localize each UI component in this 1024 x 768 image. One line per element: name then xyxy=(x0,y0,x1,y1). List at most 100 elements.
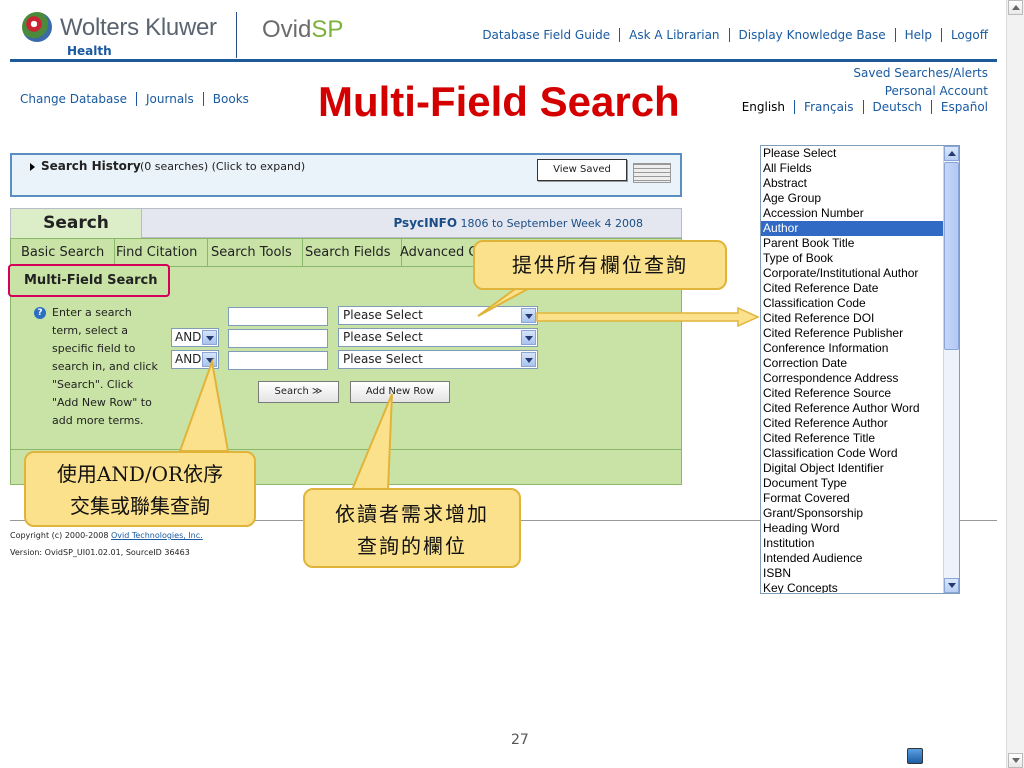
operator-select-3-value: AND xyxy=(175,352,202,366)
field-option[interactable]: Classification Code Word xyxy=(763,446,898,460)
field-option[interactable]: Digital Object Identifier xyxy=(763,461,884,475)
tab-search-tools[interactable]: Search Tools xyxy=(201,239,303,267)
link-change-database[interactable]: Change Database xyxy=(20,92,128,106)
tab-basic-search[interactable]: Basic Search xyxy=(11,239,116,267)
version-text: Version: OvidSP_UI01.02.01, SourceID 364… xyxy=(10,548,190,557)
callout-tail-addrow xyxy=(350,393,393,491)
link-display-knowledge-base[interactable]: Display Knowledge Base xyxy=(738,28,886,42)
search-main-tab[interactable]: Search xyxy=(10,208,142,238)
field-option[interactable]: Grant/Sponsorship xyxy=(763,506,864,520)
field-option[interactable]: Author xyxy=(761,221,944,236)
page-scrollbar[interactable] xyxy=(1006,0,1024,768)
account-links: Saved Searches/Alerts Personal Account xyxy=(853,64,988,100)
search-term-input-3[interactable] xyxy=(228,351,328,370)
tray-app-icon[interactable] xyxy=(907,748,923,764)
listbox-scrollbar[interactable] xyxy=(943,146,959,593)
add-new-row-button[interactable]: Add New Row xyxy=(350,381,450,403)
lang-francais[interactable]: Français xyxy=(804,100,854,114)
link-help[interactable]: Help xyxy=(904,28,932,42)
chevron-down-icon[interactable] xyxy=(521,308,536,323)
slide-page-number: 27 xyxy=(511,732,529,748)
field-option[interactable]: Intended Audience xyxy=(763,551,863,565)
tab-find-citation[interactable]: Find Citation xyxy=(106,239,209,267)
link-personal-account[interactable]: Personal Account xyxy=(884,84,988,98)
ovidsp-logo: OvidSP xyxy=(262,16,344,43)
callout-tail-andor xyxy=(178,358,230,452)
search-history-label[interactable]: Search History xyxy=(41,159,141,173)
copyright-text: Copyright (c) 2000-2008 xyxy=(10,531,109,540)
field-option[interactable]: Institution xyxy=(763,536,815,550)
scroll-up-icon[interactable] xyxy=(944,146,959,161)
field-option[interactable]: Accession Number xyxy=(763,206,864,220)
callout-and-or-line1: 使用AND/OR依序 xyxy=(56,462,224,486)
field-option[interactable]: Correction Date xyxy=(763,356,848,370)
field-option[interactable]: Cited Reference DOI xyxy=(763,311,875,325)
field-option[interactable]: All Fields xyxy=(763,161,812,175)
field-option[interactable]: ISBN xyxy=(763,566,792,580)
database-name: PsycINFO xyxy=(393,216,458,230)
search-term-input-2[interactable] xyxy=(228,329,328,348)
field-option[interactable]: Cited Reference Source xyxy=(763,386,892,400)
field-option[interactable]: Key Concepts xyxy=(763,581,838,594)
tab-multi-field-search[interactable]: Multi-Field Search xyxy=(8,264,170,297)
link-ovid-technologies[interactable]: Ovid Technologies, Inc. xyxy=(110,531,203,540)
chevron-down-icon[interactable] xyxy=(521,352,536,367)
search-history-bar[interactable]: Search History (0 searches) (Click to ex… xyxy=(10,153,682,197)
logo-divider xyxy=(236,12,237,58)
field-select-2[interactable]: Please Select xyxy=(338,328,538,347)
field-option[interactable]: Type of Book xyxy=(763,251,834,265)
history-grip-icon[interactable] xyxy=(633,163,671,183)
lang-deutsch[interactable]: Deutsch xyxy=(872,100,922,114)
scroll-down-icon[interactable] xyxy=(944,578,959,593)
link-ask-a-librarian[interactable]: Ask A Librarian xyxy=(629,28,720,42)
field-option[interactable]: Correspondence Address xyxy=(763,371,899,385)
field-select-2-value: Please Select xyxy=(343,330,423,344)
operator-select-2[interactable]: AND xyxy=(171,328,219,347)
operator-select-2-value: AND xyxy=(175,330,202,344)
chevron-down-icon[interactable] xyxy=(521,330,536,345)
field-option[interactable]: Parent Book Title xyxy=(763,236,855,250)
lang-espanol[interactable]: Español xyxy=(940,100,988,114)
tab-advanced-ovid[interactable]: Advanced O xyxy=(400,245,479,260)
field-option[interactable]: Conference Information xyxy=(763,341,889,355)
tab-search-fields[interactable]: Search Fields xyxy=(295,239,402,267)
scroll-thumb[interactable] xyxy=(944,162,959,350)
help-instructions: Enter a search term, select a specific f… xyxy=(52,306,158,427)
field-option[interactable]: Heading Word xyxy=(763,521,840,535)
field-option[interactable]: Cited Reference Author Word xyxy=(763,401,920,415)
field-option[interactable]: Age Group xyxy=(763,191,822,205)
operator-select-3[interactable]: AND xyxy=(171,350,219,369)
search-button[interactable]: Search ≫ xyxy=(258,381,339,403)
callout-all-fields: 提供所有欄位查詢 xyxy=(473,240,727,290)
field-option[interactable]: Please Select xyxy=(763,146,837,160)
field-option[interactable]: Cited Reference Author xyxy=(763,416,888,430)
globe-logo-icon xyxy=(22,12,52,42)
chevron-down-icon[interactable] xyxy=(202,330,217,345)
field-option[interactable]: Abstract xyxy=(763,176,808,190)
help-question-icon[interactable]: ? xyxy=(34,307,46,319)
callout-add-row-line1: 依讀者需求增加 xyxy=(335,502,489,526)
field-option[interactable]: Cited Reference Title xyxy=(763,431,876,445)
link-database-field-guide[interactable]: Database Field Guide xyxy=(482,28,611,42)
lang-english[interactable]: English xyxy=(741,100,786,114)
field-option[interactable]: Cited Reference Publisher xyxy=(763,326,904,340)
scroll-up-icon[interactable] xyxy=(1008,0,1023,15)
link-books[interactable]: Books xyxy=(212,92,249,106)
scroll-down-icon[interactable] xyxy=(1008,753,1023,768)
expand-arrow-icon[interactable] xyxy=(30,163,35,171)
link-logoff[interactable]: Logoff xyxy=(950,28,988,42)
field-option[interactable]: Format Covered xyxy=(763,491,850,505)
field-select-3[interactable]: Please Select xyxy=(338,350,538,369)
field-option[interactable]: Corporate/Institutional Author xyxy=(763,266,919,280)
field-option[interactable]: Cited Reference Date xyxy=(763,281,879,295)
search-term-input-1[interactable] xyxy=(228,307,328,326)
callout-and-or-line2: 交集或聯集查詢 xyxy=(70,494,210,518)
field-option[interactable]: Document Type xyxy=(763,476,847,490)
callout-and-or: 使用AND/OR依序 交集或聯集查詢 xyxy=(24,451,256,527)
link-journals[interactable]: Journals xyxy=(146,92,194,106)
link-saved-searches[interactable]: Saved Searches/Alerts xyxy=(853,66,988,80)
field-select-1-value: Please Select xyxy=(343,308,423,322)
field-option[interactable]: Classification Code xyxy=(763,296,866,310)
view-saved-button[interactable]: View Saved xyxy=(537,159,627,181)
